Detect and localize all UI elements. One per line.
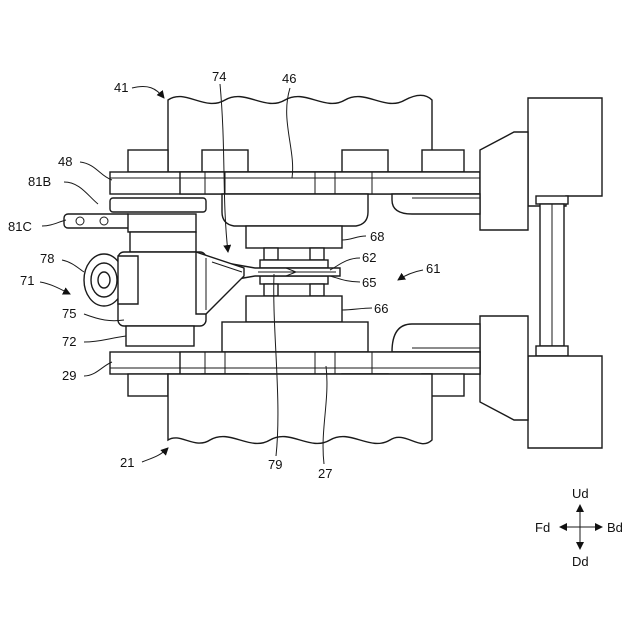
lower-plate-29 xyxy=(110,352,480,374)
dir-back-label: Bd xyxy=(607,520,623,535)
nozzle-unit-71 xyxy=(64,198,244,346)
ref-68: 68 xyxy=(370,229,384,244)
upper-electrode-stack xyxy=(222,194,368,268)
upper-bolt-1 xyxy=(128,150,168,172)
clamp-plate-81B xyxy=(110,198,206,212)
ref-21: 21 xyxy=(120,455,134,470)
ref-66: 66 xyxy=(374,301,388,316)
lower-electrode-stack xyxy=(222,276,368,352)
ref-81b: 81B xyxy=(28,174,51,189)
ref-79: 79 xyxy=(268,457,282,472)
ref-74: 74 xyxy=(212,69,226,84)
ref-46: 46 xyxy=(282,71,296,86)
ref-65: 65 xyxy=(362,275,376,290)
ref-29: 29 xyxy=(62,368,76,383)
lower-block-21 xyxy=(128,374,464,444)
upper-block-41 xyxy=(128,95,464,172)
ref-41: 41 xyxy=(114,80,128,95)
ref-61: 61 xyxy=(426,261,440,276)
ref-27: 27 xyxy=(318,466,332,481)
ref-71: 71 xyxy=(20,273,34,288)
ref-48: 48 xyxy=(58,154,72,169)
nozzle-base-72 xyxy=(126,326,194,346)
upper-electrode-68 xyxy=(246,226,342,248)
ref-81c: 81C xyxy=(8,219,32,234)
upper-bolt-4 xyxy=(422,150,464,172)
ref-78: 78 xyxy=(40,251,54,266)
direction-compass: Ud Dd Fd Bd xyxy=(535,486,623,569)
ref-75: 75 xyxy=(62,306,76,321)
upper-bolt-2 xyxy=(202,150,248,172)
upper-plate-48 xyxy=(110,172,480,194)
dir-front-label: Fd xyxy=(535,520,550,535)
upper-bolt-3 xyxy=(342,150,388,172)
dir-up-label: Ud xyxy=(572,486,589,501)
nozzle-tip-74 xyxy=(196,252,244,314)
ref-72: 72 xyxy=(62,334,76,349)
clamp-81C xyxy=(64,214,132,228)
ref-62: 62 xyxy=(362,250,376,265)
dir-down-label: Dd xyxy=(572,554,589,569)
lower-electrode-66 xyxy=(246,296,342,322)
